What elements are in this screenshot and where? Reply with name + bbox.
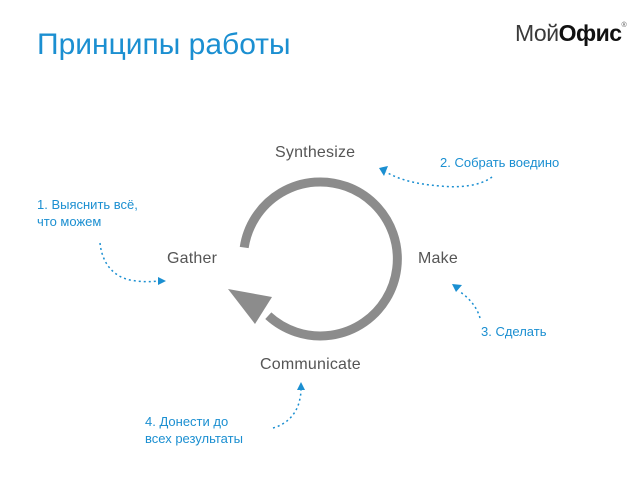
connector-synthesize-arrowhead bbox=[379, 166, 388, 176]
logo-part-2: Офис bbox=[558, 20, 622, 46]
stage-make: Make bbox=[418, 250, 458, 267]
connector-gather-arrowhead bbox=[158, 277, 166, 285]
stage-synthesize: Synthesize bbox=[275, 144, 356, 161]
cycle-arc bbox=[239, 177, 402, 341]
logo-registered-mark: ® bbox=[621, 22, 627, 29]
slide-title: Принципы работы bbox=[37, 28, 291, 61]
connector-gather bbox=[99, 242, 159, 283]
connector-synthesize bbox=[385, 171, 493, 188]
note-gather: 1. Выяснить всё, что можем bbox=[37, 196, 138, 230]
connector-communicate-arrowhead bbox=[297, 382, 305, 390]
note-gather-line-2: что можем bbox=[37, 214, 102, 229]
note-communicate-line-1: 4. Донести до bbox=[145, 414, 229, 429]
note-communicate: 4. Донести до всех результаты bbox=[145, 413, 243, 447]
note-make: 3. Сделать bbox=[481, 324, 547, 339]
note-synthesize: 2. Собрать воедино bbox=[440, 155, 560, 170]
connector-make bbox=[458, 290, 481, 319]
connector-make-arrowhead bbox=[452, 284, 462, 292]
cycle-arrowhead bbox=[228, 289, 272, 324]
note-communicate-line-2: всех результаты bbox=[145, 431, 243, 446]
note-gather-line-1: 1. Выяснить всё, bbox=[37, 197, 138, 212]
stage-communicate: Communicate bbox=[260, 356, 361, 373]
connector-communicate bbox=[272, 388, 302, 429]
logo-part-1: Мой bbox=[515, 20, 559, 46]
stage-gather: Gather bbox=[167, 250, 218, 267]
brand-logo: МойОфис® bbox=[515, 20, 627, 47]
